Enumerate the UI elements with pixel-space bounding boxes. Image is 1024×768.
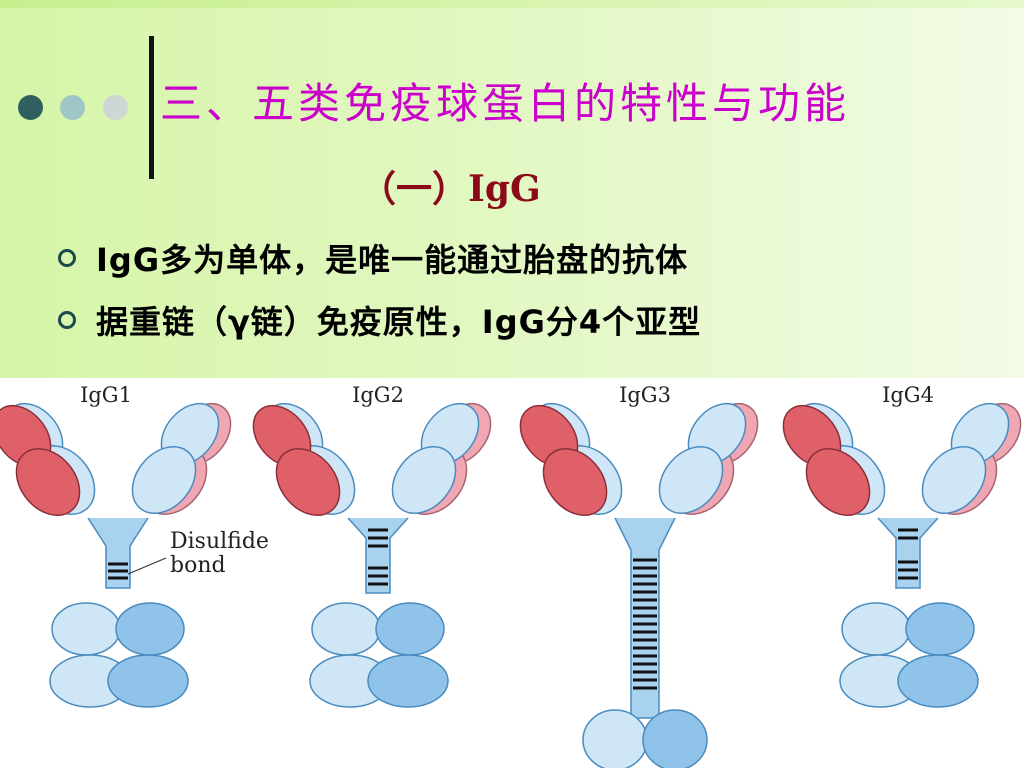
- decor-dot-3: [103, 95, 128, 120]
- label-igg3: IgG3: [619, 383, 671, 407]
- igg3-long-hinge-bonds: [633, 558, 657, 690]
- annotation-disulfide: Disulfide: [170, 529, 269, 554]
- slide-header-background: [0, 0, 1024, 378]
- bullet-text-2: 据重链（γ链）免疫原性，IgG分4个亚型: [96, 303, 702, 341]
- title-divider-bar: [149, 36, 154, 179]
- slide-subtitle: （一）IgG: [360, 168, 541, 210]
- bullet-item-2: 据重链（γ链）免疫原性，IgG分4个亚型: [58, 298, 701, 342]
- antibody-igg1: IgG1 Disulfide bond: [0, 383, 269, 708]
- annotation-bond: bond: [170, 553, 226, 578]
- igg-subclass-diagram: IgG1 Disulfide bond IgG2 IgG3: [0, 383, 1024, 768]
- antibody-igg3: IgG3: [508, 383, 770, 768]
- slide-title: 三、五类免疫球蛋白的特性与功能: [160, 79, 851, 128]
- bullet-ring-icon: [58, 249, 76, 267]
- label-igg4: IgG4: [882, 383, 934, 407]
- antibody-igg2: IgG2: [241, 383, 503, 708]
- label-igg1: IgG1: [80, 383, 132, 407]
- decor-dot-1: [18, 95, 43, 120]
- antibody-igg4: IgG4: [771, 383, 1024, 708]
- label-igg2: IgG2: [352, 383, 404, 407]
- top-stripe: [0, 0, 1024, 8]
- bullet-text-1: IgG多为单体，是唯一能通过胎盘的抗体: [96, 241, 689, 279]
- bullet-item-1: IgG多为单体，是唯一能通过胎盘的抗体: [58, 236, 688, 280]
- bullet-ring-icon: [58, 311, 76, 329]
- decor-dot-2: [60, 95, 85, 120]
